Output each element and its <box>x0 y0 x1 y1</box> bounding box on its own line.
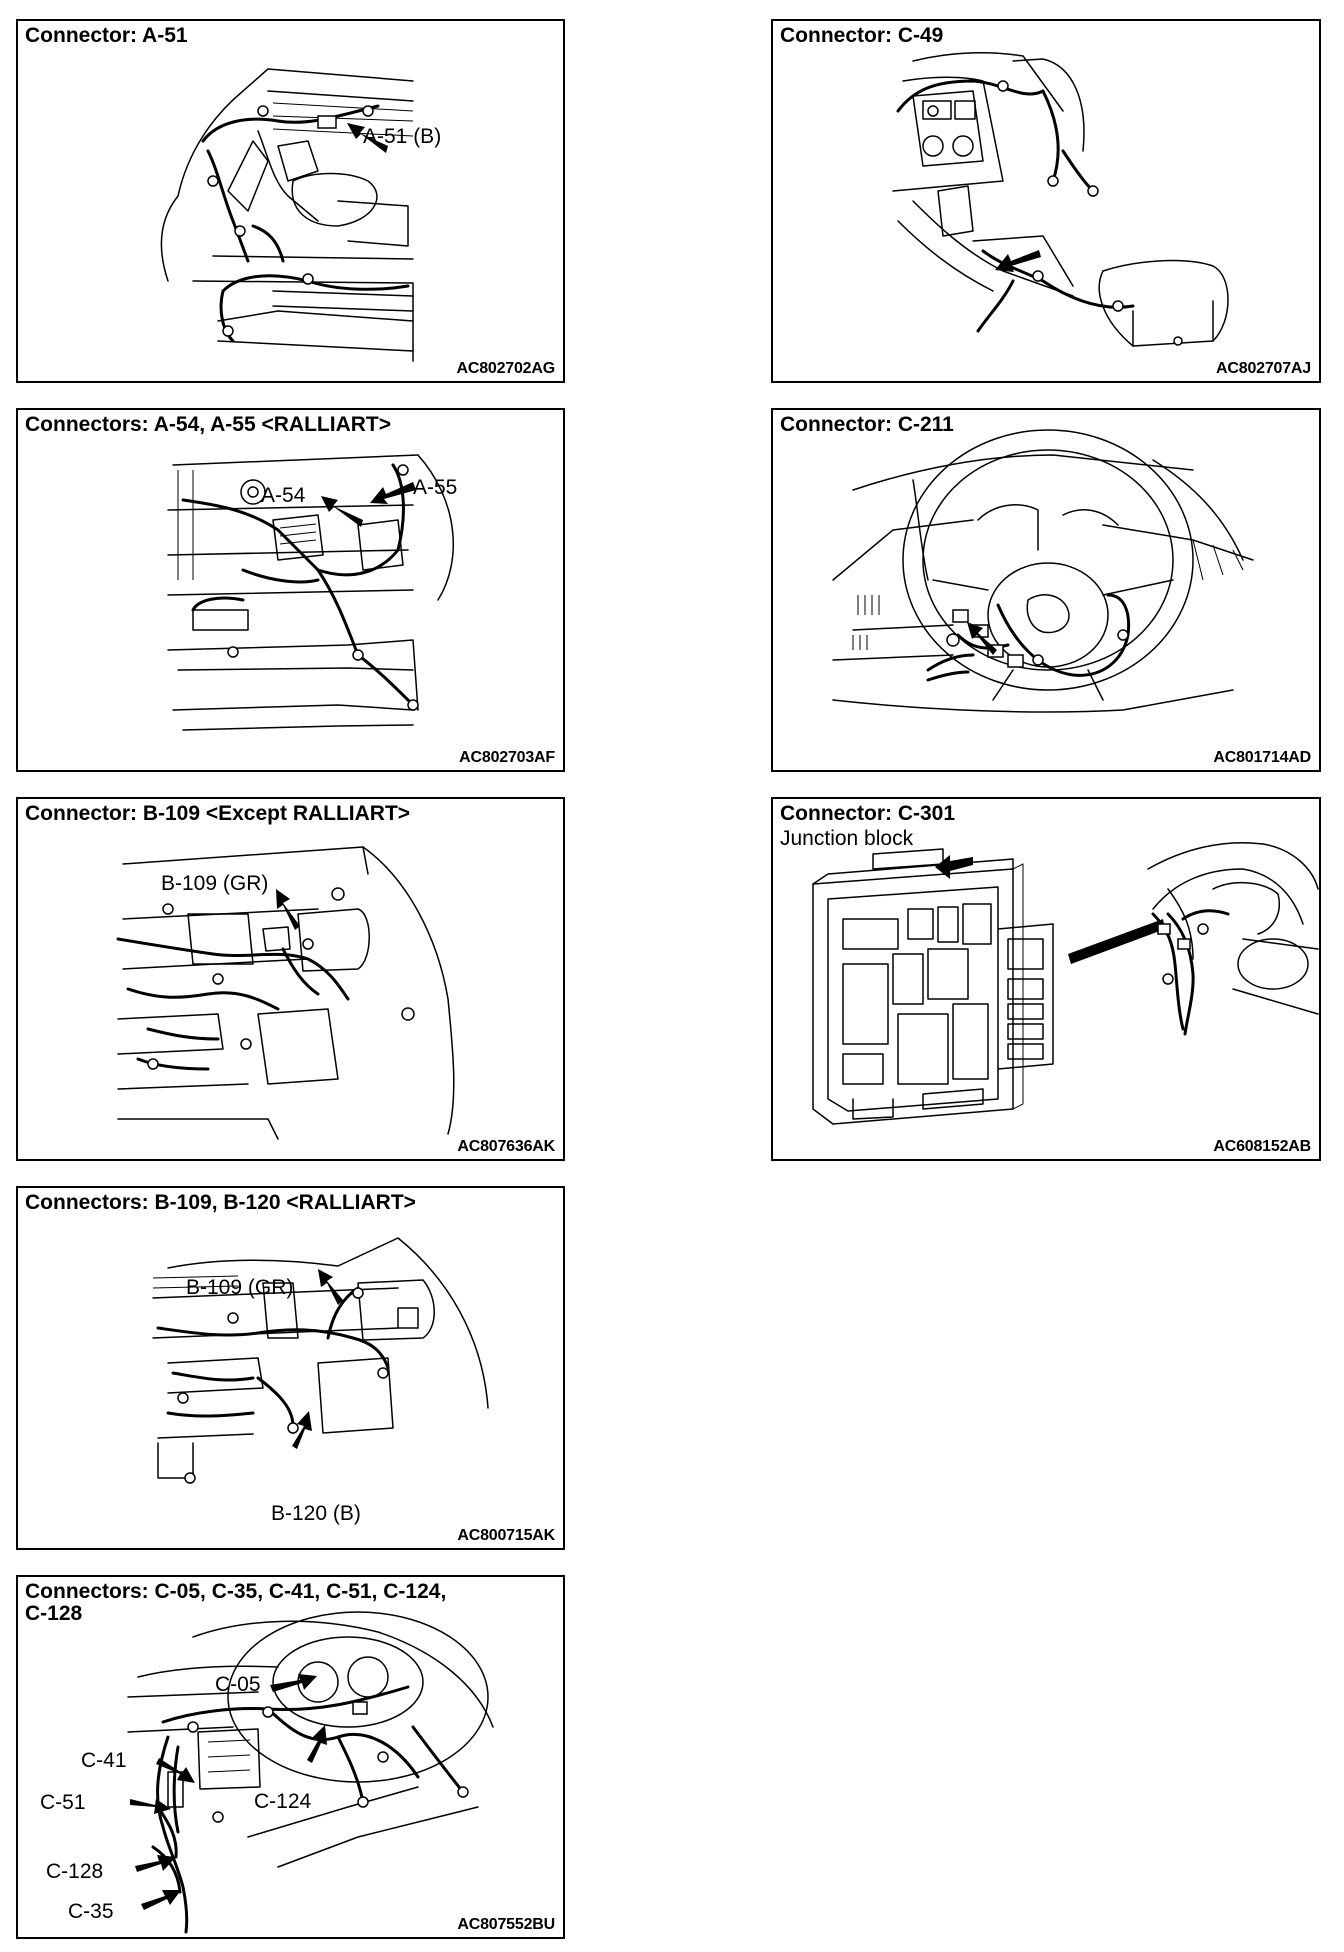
panel-title-line-1: Connectors: C-05, C-35, C-41, C-51, C-12… <box>25 1580 447 1603</box>
panel-connectors-c05-c128: Connectors: C-05, C-35, C-41, C-51, C-12… <box>16 1575 565 1939</box>
panel-connector-c211: Connector: C-211 AC801714AD <box>771 408 1321 772</box>
callout-b109: B-109 (GR) <box>161 872 269 895</box>
callout-a55: A-55 <box>413 476 458 499</box>
figure-code: AC802703AF <box>459 749 555 766</box>
panel-title: Connectors: B-109, B-120 <RALLIART> <box>25 1191 416 1214</box>
panel-connector-b109: Connector: B-109 <Except RALLIART> B-109… <box>16 797 565 1161</box>
panel-title: Connector: B-109 <Except RALLIART> <box>25 802 411 825</box>
callout-c41: C-41 <box>81 1749 127 1772</box>
callout-c51: C-51 <box>40 1791 86 1814</box>
steering-wheel-illustration <box>832 429 1254 713</box>
junction-block-illustration <box>812 841 1319 1125</box>
panel-title: Connector: C-211 <box>780 413 954 436</box>
callout-a51: A-51 (B) <box>363 125 442 148</box>
figure-code: AC807552BU <box>457 1916 555 1933</box>
engine-bay-illustration <box>160 68 414 362</box>
panel-connectors-a54-a55: Connectors: A-54, A-55 <RALLIART> A-54 A… <box>16 408 565 772</box>
panel-subtitle: Junction block <box>780 827 914 850</box>
figure-code: AC807636AK <box>457 1138 555 1155</box>
callout-c124: C-124 <box>254 1790 312 1813</box>
figure-code: AC800715AK <box>457 1527 555 1544</box>
panel-title: Connector: A-51 <box>25 24 188 47</box>
engine-bay-illustration <box>152 1237 489 1484</box>
panel-title: Connectors: A-54, A-55 <RALLIART> <box>25 413 391 436</box>
figure-code: AC802702AG <box>456 360 555 377</box>
callout-c05: C-05 <box>215 1673 261 1696</box>
figure-code: AC801714AD <box>1213 749 1311 766</box>
figure-code: AC802707AJ <box>1216 360 1311 377</box>
instrument-panel-illustration <box>127 1611 494 1934</box>
panel-connector-c301: Connector: C-301 Junction block AC608152… <box>771 797 1321 1161</box>
callout-a54: A-54 <box>261 484 306 507</box>
panel-title: Connector: C-301 <box>780 802 956 825</box>
callout-b109: B-109 (GR) <box>186 1276 294 1299</box>
panel-connectors-b109-b120: Connectors: B-109, B-120 <RALLIART> B-10… <box>16 1186 565 1550</box>
callout-c128: C-128 <box>46 1860 104 1883</box>
engine-bay-illustration <box>167 454 454 731</box>
panel-connector-a51: Connector: A-51 A-51 (B) AC802702AG <box>16 19 565 383</box>
panel-connector-c49: Connector: C-49 AC802707AJ <box>771 19 1321 383</box>
figure-code: AC608152AB <box>1213 1138 1311 1155</box>
callout-b120: B-120 (B) <box>271 1502 361 1525</box>
panel-title: Connector: C-49 <box>780 24 944 47</box>
panel-title-line-2: C-128 <box>25 1602 83 1625</box>
callout-c35: C-35 <box>68 1900 114 1923</box>
center-console-illustration <box>892 52 1229 347</box>
engine-bay-illustration <box>116 846 455 1140</box>
